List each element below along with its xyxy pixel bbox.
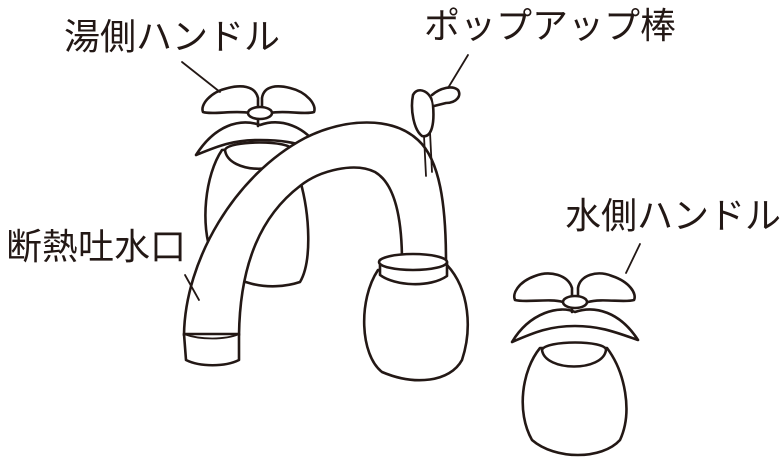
spout-base-drawing (362, 252, 470, 382)
popup-rod-label: ポップアップ棒 (424, 6, 677, 47)
hot-handle-label: 湯側ハンドル (64, 17, 281, 58)
cold-handle-drawing (510, 243, 641, 457)
insulated-outlet-label: 断熱吐水口 (6, 227, 187, 268)
spout-drawing (182, 121, 448, 367)
popup-rod-drawing (410, 54, 469, 177)
cold-handle-label: 水側ハンドル (565, 196, 780, 237)
hot-handle-leader (181, 61, 221, 93)
